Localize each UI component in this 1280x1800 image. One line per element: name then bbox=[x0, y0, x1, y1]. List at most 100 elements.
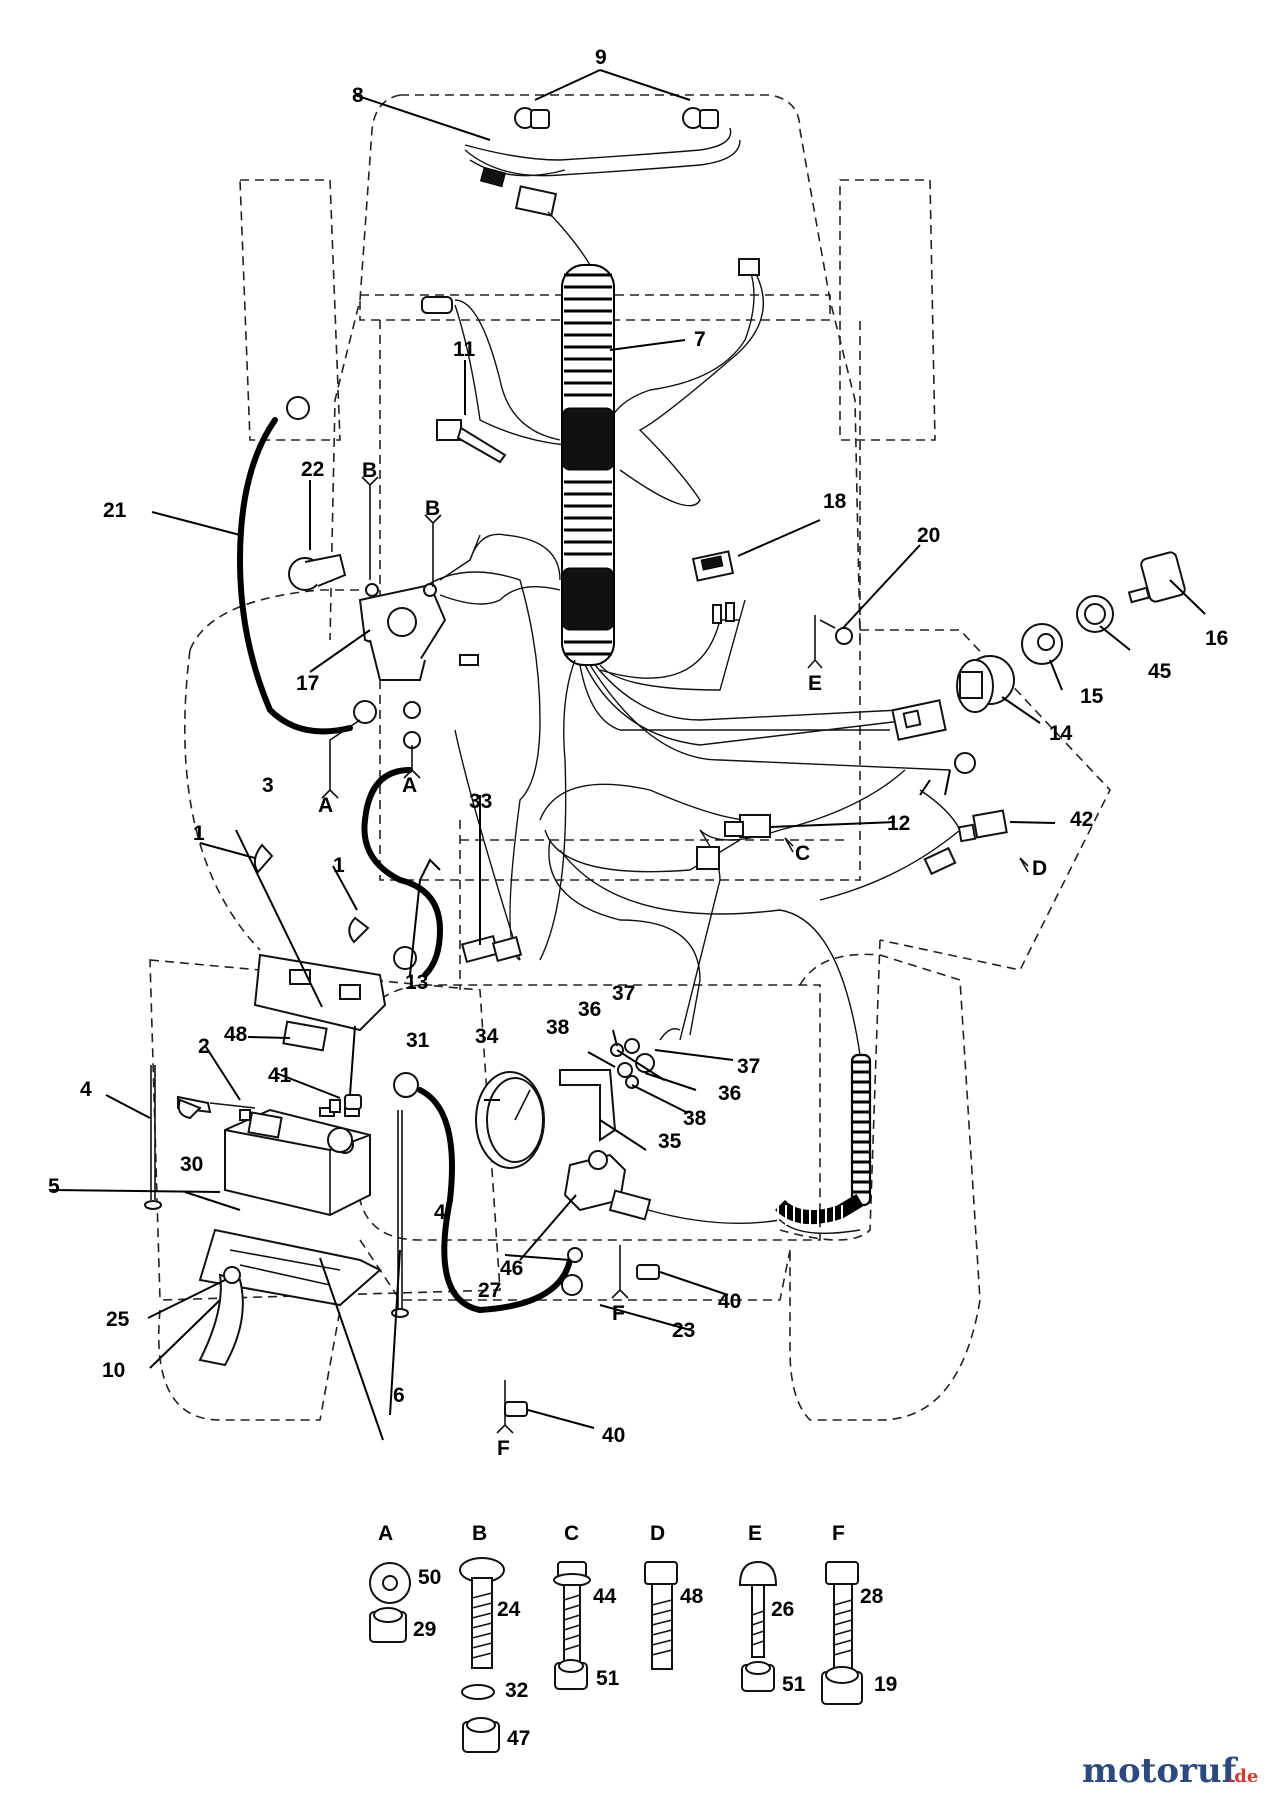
misc-parts bbox=[421, 258, 853, 645]
callout-32: 32 bbox=[505, 1679, 528, 1702]
callout-10: 10 bbox=[102, 1359, 125, 1382]
callout-38b: 38 bbox=[683, 1107, 707, 1130]
key-letter-c: C bbox=[564, 1522, 579, 1545]
callout-43: 44 bbox=[593, 1585, 617, 1608]
callout-26: 26 bbox=[771, 1598, 794, 1621]
callout-38a: 38 bbox=[546, 1016, 570, 1039]
callout-48: 48 bbox=[224, 1023, 248, 1046]
callout-51a: 51 bbox=[596, 1667, 620, 1690]
flange-bolt-icon bbox=[553, 1561, 591, 1666]
key-letter-b: B bbox=[472, 1522, 487, 1545]
callout-20: 20 bbox=[917, 524, 940, 547]
callout-30: 30 bbox=[180, 1153, 203, 1176]
callout-24: 24 bbox=[497, 1598, 521, 1621]
callout-2: 2 bbox=[198, 1035, 210, 1058]
callout-4a: 4 bbox=[80, 1078, 92, 1101]
nylon-lock-nut-icon bbox=[821, 1666, 863, 1705]
ref-a-1: A bbox=[318, 794, 333, 817]
callout-37b: 37 bbox=[737, 1055, 760, 1078]
callout-7: 7 bbox=[694, 328, 706, 351]
key-letter-f: F bbox=[832, 1522, 845, 1545]
ref-d: D bbox=[1032, 857, 1047, 880]
callout-9: 9 bbox=[595, 46, 607, 69]
callout-31: 31 bbox=[406, 1029, 430, 1052]
carriage-bolt-icon bbox=[459, 1557, 505, 1669]
ref-b-1: B bbox=[362, 459, 377, 482]
watermark-logo: motoruf .de bbox=[1082, 1751, 1258, 1791]
coiled-wire bbox=[775, 1053, 872, 1225]
callout-5: 5 bbox=[48, 1175, 60, 1198]
callout-34: 34 bbox=[475, 1025, 499, 1048]
harness-wires bbox=[419, 269, 961, 1056]
callout-15: 15 bbox=[1080, 685, 1104, 708]
callout-labels: 1 1 2 3 4 4 5 6 7 8 9 10 11 12 13 14 15 … bbox=[48, 46, 1228, 1447]
callout-35: 35 bbox=[658, 1130, 682, 1153]
callout-4b: 4 bbox=[434, 1201, 446, 1224]
callout-41: 41 bbox=[268, 1064, 292, 1087]
callout-47: 48 bbox=[680, 1585, 704, 1608]
watermark-suffix: .de bbox=[1228, 1766, 1258, 1787]
battery-assembly bbox=[177, 843, 387, 1367]
callout-11: 11 bbox=[453, 338, 476, 361]
callout-18: 18 bbox=[823, 490, 847, 513]
hardware-key: A 50 29 B 24 32 47 C bbox=[369, 1522, 897, 1753]
callout-42: 42 bbox=[1070, 808, 1093, 831]
callout-36a: 36 bbox=[578, 998, 601, 1021]
callout-37a: 37 bbox=[612, 982, 635, 1005]
callout-13: 13 bbox=[405, 971, 428, 994]
callout-40a: 40 bbox=[718, 1290, 741, 1313]
gauge-assembly bbox=[475, 1028, 681, 1169]
callout-17: 17 bbox=[296, 672, 319, 695]
tractor-outline bbox=[149, 94, 1111, 1421]
ref-e: E bbox=[808, 672, 822, 695]
callout-22: 22 bbox=[301, 458, 324, 481]
callout-6: 6 bbox=[393, 1384, 405, 1407]
leader-lines bbox=[51, 69, 1206, 1441]
diagram-reference-letters: B B A A C D E F F bbox=[318, 459, 1047, 1460]
ref-a-2: A bbox=[402, 774, 417, 797]
watermark-main: motoruf bbox=[1082, 1751, 1239, 1791]
callout-28: 28 bbox=[860, 1585, 884, 1608]
callout-25: 25 bbox=[106, 1308, 130, 1331]
ref-f-2: F bbox=[497, 1437, 510, 1460]
solenoid bbox=[288, 533, 561, 749]
callout-46: 46 bbox=[500, 1257, 523, 1280]
headlight-harness bbox=[464, 107, 741, 266]
callout-1b: 1 bbox=[333, 854, 345, 877]
callout-23: 23 bbox=[672, 1319, 695, 1342]
callout-36b: 36 bbox=[718, 1082, 741, 1105]
hex-bolt-icon-f bbox=[825, 1561, 859, 1670]
callout-27: 27 bbox=[478, 1279, 501, 1302]
reference-ticks bbox=[321, 476, 1029, 1434]
callout-33: 33 bbox=[469, 790, 492, 813]
callout-19: 19 bbox=[874, 1673, 897, 1696]
callout-14: 14 bbox=[1049, 722, 1073, 745]
ref-c: C bbox=[795, 842, 810, 865]
hex-bolt-icon-d bbox=[644, 1561, 678, 1670]
key-letter-e: E bbox=[748, 1522, 762, 1545]
callout-21: 21 bbox=[103, 499, 127, 522]
callout-51b: 51 bbox=[782, 1673, 806, 1696]
lock-nut-icon bbox=[369, 1607, 407, 1643]
star-washer-icon bbox=[369, 1562, 411, 1604]
callout-8: 8 bbox=[352, 84, 364, 107]
key-letter-d: D bbox=[650, 1522, 665, 1545]
lock-washer-icon bbox=[461, 1684, 495, 1700]
callout-1a: 1 bbox=[193, 822, 205, 845]
battery-cables bbox=[236, 396, 976, 1314]
callout-44: 47 bbox=[507, 1727, 530, 1750]
ref-f-1: F bbox=[612, 1302, 625, 1325]
callout-29: 29 bbox=[413, 1618, 436, 1641]
round-head-bolt-icon bbox=[738, 1560, 778, 1658]
conduit bbox=[561, 264, 615, 666]
key-letter-a: A bbox=[378, 1522, 393, 1545]
ignition-switch bbox=[891, 551, 1186, 741]
callout-40b: 40 bbox=[602, 1424, 625, 1447]
callout-45: 45 bbox=[1148, 660, 1172, 683]
ref-b-2: B bbox=[425, 497, 440, 520]
callout-16: 16 bbox=[1205, 627, 1228, 650]
flange-nut-icon-c bbox=[554, 1659, 588, 1690]
callout-12: 12 bbox=[887, 812, 910, 835]
callout-50: 50 bbox=[418, 1566, 441, 1589]
